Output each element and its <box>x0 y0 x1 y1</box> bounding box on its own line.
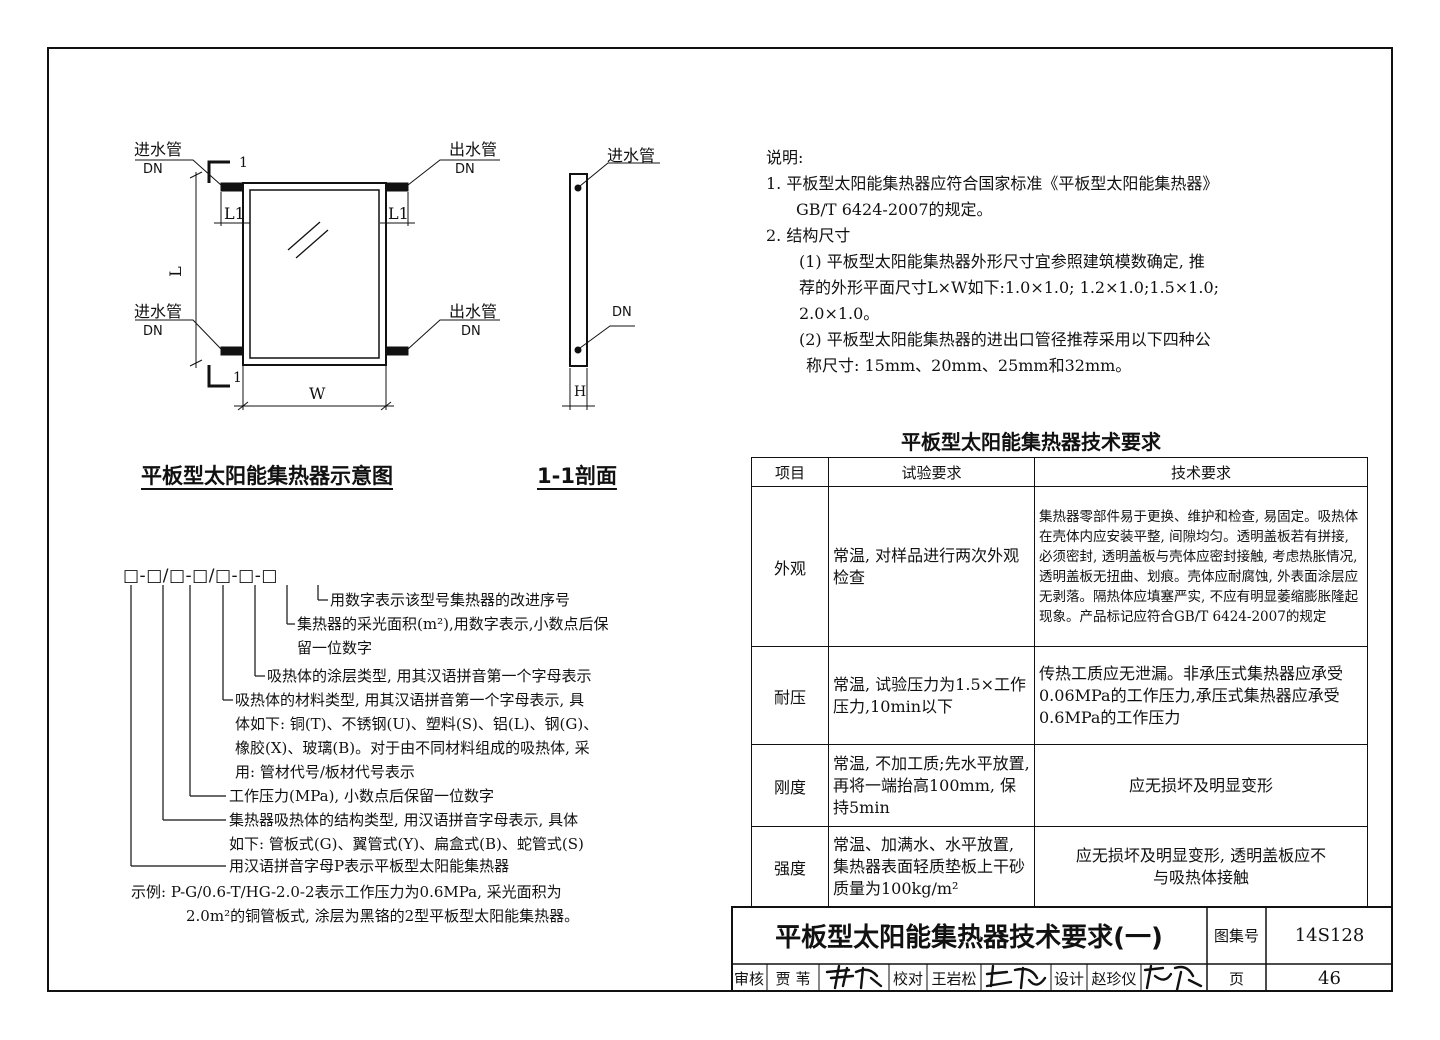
review-label: 审核 <box>733 969 764 988</box>
row-strength-req: 应无损坏及明显变形, 透明盖板应不与吸热体接触 <box>1034 826 1368 907</box>
page-label: 页 <box>1228 969 1244 988</box>
label-section-1-bottom: 1 <box>233 370 242 386</box>
model-code-item-12: 用汉语拼音字母P表示平板型太阳能集热器 <box>229 857 510 875</box>
section-title: 1-1剖面 <box>537 464 617 488</box>
schematic-title: 平板型太阳能集热器示意图 <box>141 464 393 488</box>
model-code-item-1: 用数字表示该型号集热器的改进序号 <box>330 591 571 609</box>
table-row: 耐压 常温, 试验压力为1.5×工作压力,10min以下 传热工质应无泄漏。非承… <box>751 646 1368 745</box>
notes-line-1: 1. 平板型太阳能集热器应符合国家标准《平板型太阳能集热器》 <box>766 174 1219 193</box>
designer-name: 赵珍仪 <box>1091 969 1137 988</box>
model-code-item-5: 吸热体的材料类型, 用其汉语拼音第一个字母表示, 具 <box>235 691 585 709</box>
label-inlet-bottom: 进水管 <box>134 302 183 321</box>
notes-line-3: 2. 结构尺寸 <box>766 226 851 245</box>
notes-heading: 说明: <box>766 148 804 167</box>
row-strength-item: 强度 <box>751 826 829 907</box>
label-l1-left: L1 <box>224 204 245 223</box>
section-outline <box>569 173 588 367</box>
notes-line-2: GB/T 6424-2007的规定。 <box>796 200 993 219</box>
label-inlet-top: 进水管 <box>134 140 183 159</box>
model-code-item-10: 集热器吸热体的结构类型, 用汉语拼音字母表示, 具体 <box>229 811 579 829</box>
section-label-inlet: 进水管 <box>607 146 656 165</box>
model-code-example-2: 2.0m²的铜管板式, 涂层为黑铬的2型平板型太阳能集热器。 <box>186 907 580 925</box>
model-code-item-4: 吸热体的涂层类型, 用其汉语拼音第一个字母表示 <box>267 667 592 685</box>
row-pressure-req: 传热工质应无泄漏。非承压式集热器应承受0.06MPa的工作压力,承压式集热器应承… <box>1034 646 1368 745</box>
model-code-example-1: 示例: P-G/0.6-T/HG-2.0-2表示工作压力为0.6MPa, 采光面… <box>131 883 562 901</box>
row-rigidity-req: 应无损坏及明显变形 <box>1034 744 1368 827</box>
collector-outline <box>242 182 387 366</box>
drawing-title: 平板型太阳能集热器技术要求(一) <box>775 922 1163 953</box>
model-code-item-8: 用: 管材代号/板材代号表示 <box>235 763 415 781</box>
requirements-table: 项目 试验要求 技术要求 外观 常温, 对样品进行两次外观检查 集热器零部件易于… <box>751 457 1368 907</box>
inlet-pipe-top <box>220 182 244 192</box>
outlet-pipe-top <box>385 182 409 192</box>
table-row: 强度 常温、加满水、水平放置,集热器表面轻质垫板上干砂质量为100kg/m² 应… <box>751 826 1368 907</box>
check-label: 校对 <box>892 969 923 988</box>
model-code-item-7: 橡胶(X)、玻璃(B)。对于由不同材料组成的吸热体, 采 <box>235 739 590 757</box>
model-code-item-11: 如下: 管板式(G)、翼管式(Y)、扁盒式(B)、蛇管式(S) <box>229 835 584 853</box>
label-dim-w: W <box>309 384 326 403</box>
label-dn-bottom-left: DN <box>143 324 163 339</box>
model-code-item-2: 集热器的采光面积(m²),用数字表示,小数点后保 <box>297 615 609 633</box>
model-code-item-3: 留一位数字 <box>297 639 373 657</box>
atlas-number: 14S128 <box>1294 924 1365 946</box>
section-label-h: H <box>574 384 587 400</box>
header-item: 项目 <box>751 457 829 487</box>
drawing-frame <box>47 47 1393 992</box>
page-number: 46 <box>1318 967 1341 989</box>
table-row: 刚度 常温, 不加工质;先水平放置,再将一端抬高100mm, 保持5min 应无… <box>751 744 1368 827</box>
notes-line-7: (2) 平板型太阳能集热器的进出口管径推荐采用以下四种公 <box>799 330 1211 349</box>
checker-name: 王岩松 <box>931 969 977 988</box>
header-req: 技术要求 <box>1034 457 1368 487</box>
label-section-1-top: 1 <box>239 155 248 171</box>
row-rigidity-test: 常温, 不加工质;先水平放置,再将一端抬高100mm, 保持5min <box>828 744 1035 827</box>
label-outlet-top: 出水管 <box>449 140 498 159</box>
label-dn-top-left: DN <box>143 162 163 177</box>
row-strength-test: 常温、加满水、水平放置,集热器表面轻质垫板上干砂质量为100kg/m² <box>828 826 1035 907</box>
row-pressure-item: 耐压 <box>751 646 829 745</box>
model-code-item-6: 体如下: 铜(T)、不锈钢(U)、塑料(S)、铝(L)、钢(G)、 <box>235 715 599 733</box>
label-dim-l: L <box>165 266 185 277</box>
section-label-dn: DN <box>612 305 632 320</box>
atlas-label: 图集号 <box>1213 926 1259 945</box>
collector-glass <box>249 189 380 359</box>
row-appearance-req: 集热器零部件易于更换、维护和检查, 易固定。吸热体在壳体内应安装平整, 间隙均匀… <box>1034 486 1368 647</box>
row-rigidity-item: 刚度 <box>751 744 829 827</box>
design-label: 设计 <box>1053 969 1084 988</box>
notes-line-5: 荐的外形平面尺寸L×W如下:1.0×1.0; 1.2×1.0;1.5×1.0; <box>799 278 1220 297</box>
notes-line-8: 称尺寸: 15mm、20mm、25mm和32mm。 <box>806 356 1132 375</box>
table-row: 外观 常温, 对样品进行两次外观检查 集热器零部件易于更换、维护和检查, 易固定… <box>751 486 1368 647</box>
row-pressure-test: 常温, 试验压力为1.5×工作压力,10min以下 <box>828 646 1035 745</box>
outlet-pipe-bottom <box>385 346 409 356</box>
table-header-row: 项目 试验要求 技术要求 <box>751 457 1368 487</box>
label-dn-top-right: DN <box>455 162 475 177</box>
model-code-item-9: 工作压力(MPa), 小数点后保留一位数字 <box>229 787 494 805</box>
title-block: 平板型太阳能集热器技术要求(一) 图集号 14S128 审核 贾 苇 校对 王岩… <box>731 906 1393 992</box>
model-code-pattern: □-□/□-□/□-□-□ <box>123 566 278 586</box>
inlet-pipe-bottom <box>220 346 244 356</box>
notes-line-6: 2.0×1.0。 <box>799 304 880 323</box>
header-test: 试验要求 <box>828 457 1035 487</box>
signature-marks <box>825 964 1203 992</box>
label-outlet-bottom: 出水管 <box>449 302 498 321</box>
notes-line-4: (1) 平板型太阳能集热器外形尺寸宜参照建筑模数确定, 推 <box>799 252 1205 271</box>
row-appearance-test: 常温, 对样品进行两次外观检查 <box>828 486 1035 647</box>
table-title: 平板型太阳能集热器技术要求 <box>901 430 1161 454</box>
label-l1-right: L1 <box>388 204 409 223</box>
row-appearance-item: 外观 <box>751 486 829 647</box>
reviewer-name: 贾 苇 <box>775 969 811 988</box>
label-dn-bottom-right: DN <box>461 324 481 339</box>
